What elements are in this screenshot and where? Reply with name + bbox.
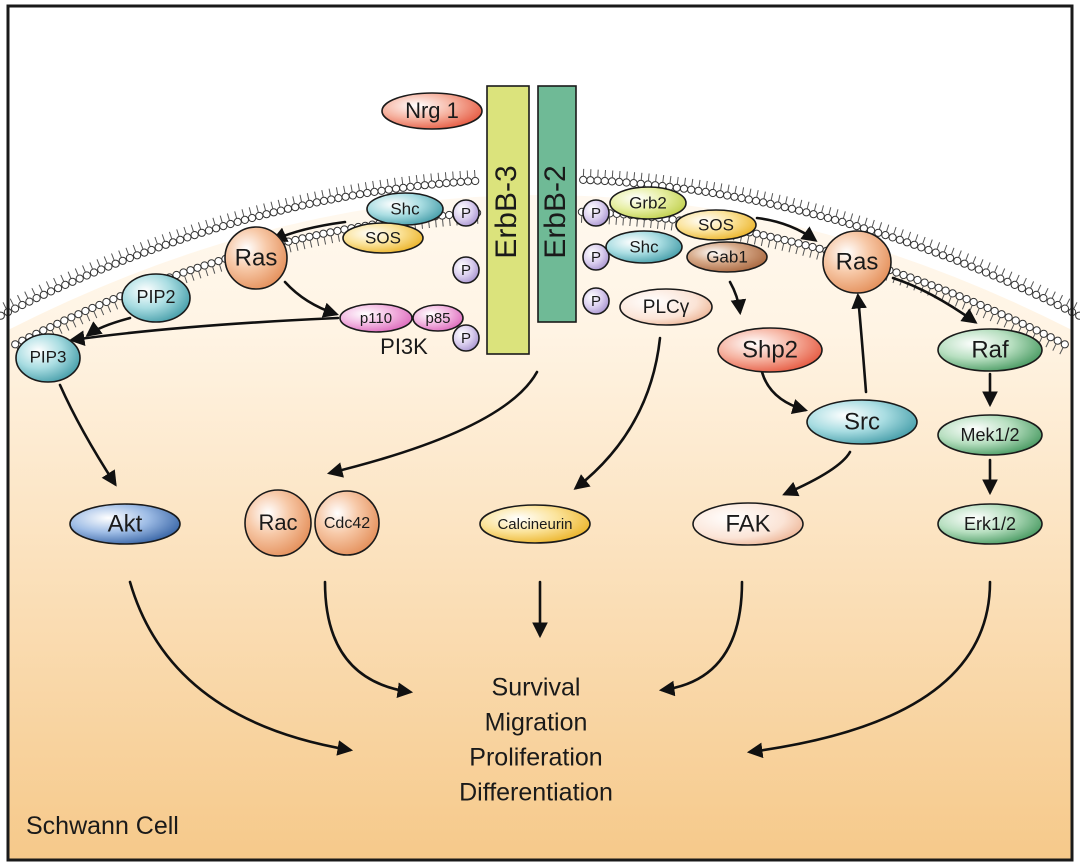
pip2-node: PIP2 <box>121 273 191 323</box>
arrow-rac-to-outcomes <box>323 580 414 698</box>
akt-node: Akt <box>69 503 181 545</box>
plcg-label: PLCγ <box>643 297 690 318</box>
sos-right-node: SOS <box>675 209 757 241</box>
nrg1-label: Nrg 1 <box>405 98 459 123</box>
grb2-label: Grb2 <box>629 193 667 212</box>
arrow-shp2-to-src <box>760 370 808 415</box>
phospho-label: P <box>461 262 471 279</box>
cdc42-node: Cdc42 <box>314 490 380 556</box>
calcineurin-label: Calcineurin <box>497 516 572 533</box>
arrow-erk-to-outcomes <box>746 580 992 759</box>
cell-frame <box>6 4 1074 862</box>
cell-label: Schwann Cell <box>26 812 179 840</box>
src-label: Src <box>844 408 880 435</box>
pathway-arrows <box>58 216 998 759</box>
calcineurin-node: Calcineurin <box>479 504 591 544</box>
phospho-label: P <box>591 249 601 266</box>
phospho-label: P <box>461 205 471 222</box>
ras-left-label: Ras <box>235 244 278 271</box>
rac-label: Rac <box>258 510 297 535</box>
pi3k-complex: p110 p85 PI3K <box>339 303 464 359</box>
mek-label: Mek1/2 <box>960 425 1019 445</box>
gab1-label: Gab1 <box>706 247 748 266</box>
phospho-label: P <box>461 330 471 347</box>
arrow-pip3-to-akt <box>58 383 117 487</box>
phospho-site: P <box>582 287 610 315</box>
arrow-receptor-to-rac <box>326 370 539 478</box>
erbb3-receptor: ErbB-3 <box>486 85 530 355</box>
phospho-site: P <box>452 199 480 227</box>
arrow-fak-to-outcomes <box>658 580 744 697</box>
plcg-node: PLCγ <box>619 288 713 326</box>
raf-label: Raf <box>971 336 1009 363</box>
arrow-src-to-ras <box>851 292 868 394</box>
src-node: Src <box>806 399 918 445</box>
ras-right-node: Ras <box>822 230 892 294</box>
shc-right-node: Shc <box>605 230 683 264</box>
pip2-label: PIP2 <box>136 287 175 307</box>
erbb2-label: ErbB-2 <box>539 165 572 258</box>
sos-left-node: SOS <box>342 222 424 254</box>
cellular-outcomes: Survival Migration Proliferation Differe… <box>459 674 613 807</box>
akt-label: Akt <box>108 510 143 537</box>
phospho-label: P <box>591 205 601 222</box>
pip3-node: PIP3 <box>15 333 81 383</box>
outcome-survival: Survival <box>492 674 581 702</box>
pi3k-label: PI3K <box>380 334 428 359</box>
erbb2-bar <box>537 85 577 323</box>
erbb3-bar <box>486 85 530 355</box>
outcome-migration: Migration <box>485 709 588 737</box>
arrow-ras-to-raf <box>891 276 978 324</box>
arrow-sos-to-ras-right <box>755 216 818 242</box>
phospho-site: P <box>582 199 610 227</box>
fak-node: FAK <box>692 502 804 546</box>
arrow-akt-to-outcomes <box>128 580 354 756</box>
cdc42-label: Cdc42 <box>324 515 370 532</box>
ras-left-node: Ras <box>224 226 288 290</box>
shp2-label: Shp2 <box>742 336 798 363</box>
phospho-site: P <box>452 324 480 352</box>
shc-left-label: Shc <box>390 199 420 218</box>
fak-label: FAK <box>725 510 770 537</box>
gab1-node: Gab1 <box>686 241 768 273</box>
arrow-src-to-fak <box>782 450 852 497</box>
ras-right-label: Ras <box>836 248 879 275</box>
sos-right-label: SOS <box>698 215 734 234</box>
outcome-differentiation: Differentiation <box>459 779 613 807</box>
grb2-node: Grb2 <box>609 186 687 220</box>
mek-node: Mek1/2 <box>937 414 1043 456</box>
outcome-proliferation: Proliferation <box>469 744 602 772</box>
p85-label: p85 <box>425 310 450 327</box>
arrow-gab1-to-shp2 <box>728 280 747 316</box>
erbb2-receptor: ErbB-2 <box>537 85 577 323</box>
erbb3-label: ErbB-3 <box>490 165 523 258</box>
shc-left-node: Shc <box>366 192 444 226</box>
phospho-sites: P P P P P P <box>452 199 610 352</box>
phospho-label: P <box>591 293 601 310</box>
sos-left-label: SOS <box>365 228 401 247</box>
arrow-plcg-to-calcineurin <box>573 336 662 490</box>
nrg1-ligand: Nrg 1 <box>381 92 483 130</box>
phospho-site: P <box>452 256 480 284</box>
arrow-ras-to-pi3k <box>283 280 339 318</box>
arrow-pip2-to-pip3 <box>85 316 132 337</box>
raf-node: Raf <box>937 328 1043 372</box>
shc-right-label: Shc <box>629 237 659 256</box>
phospho-site: P <box>582 243 610 271</box>
rac-node: Rac <box>244 489 312 557</box>
shp2-node: Shp2 <box>717 327 823 373</box>
p110-label: p110 <box>360 310 392 327</box>
erk-label: Erk1/2 <box>964 514 1016 534</box>
pip3-label: PIP3 <box>30 347 67 366</box>
erk-node: Erk1/2 <box>937 503 1043 545</box>
